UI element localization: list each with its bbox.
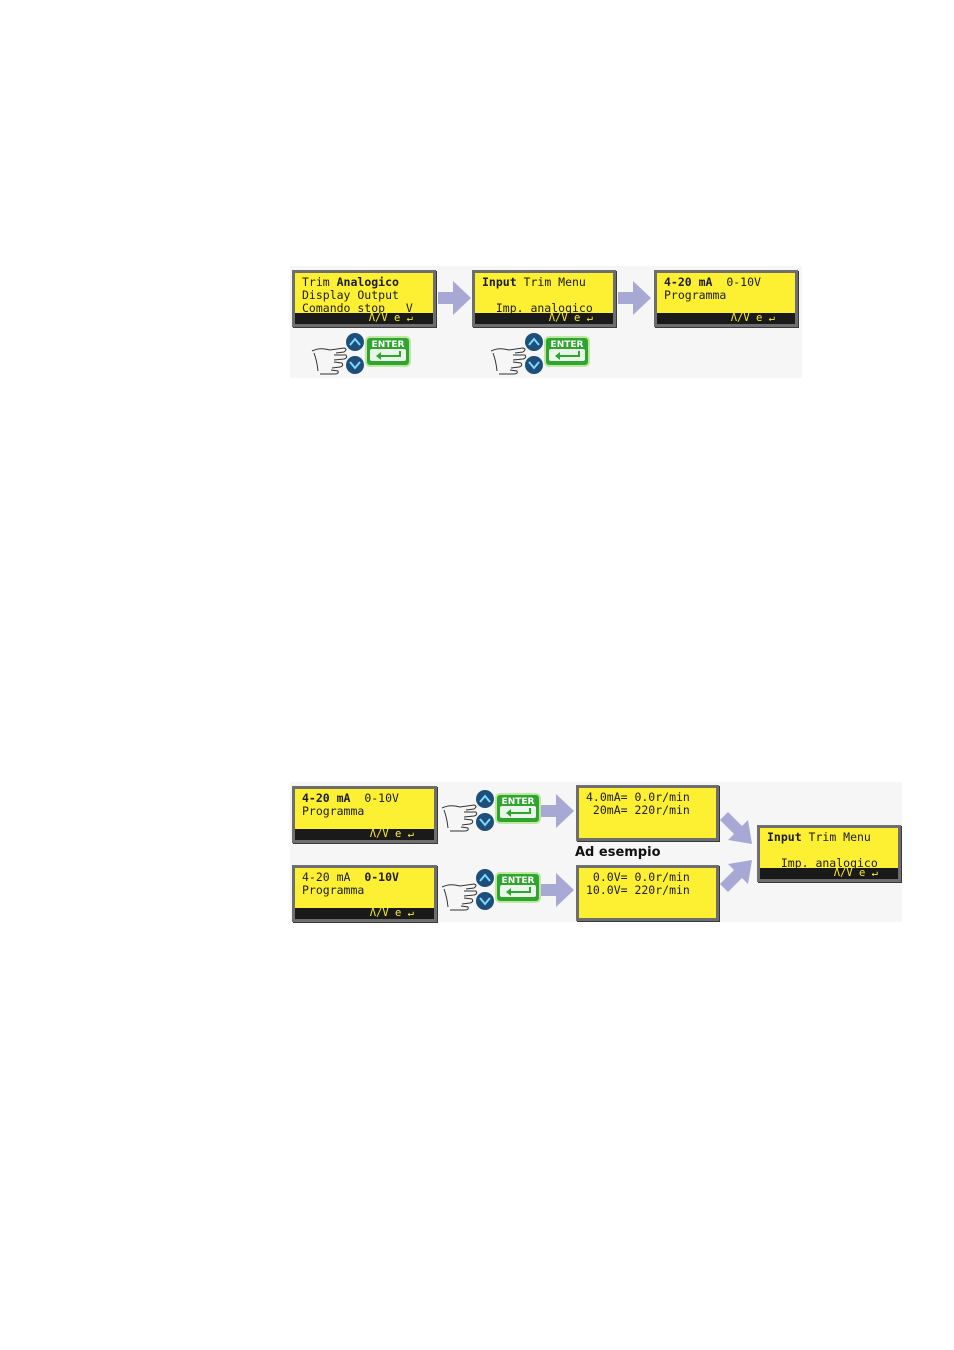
up-arrow-key-icon[interactable] bbox=[525, 333, 543, 351]
converge-arrow-icon bbox=[720, 812, 752, 844]
keypad-press-group: ENTER bbox=[311, 333, 411, 375]
example-caption: Ad esempio bbox=[575, 845, 661, 860]
keypad-press-group: ENTER bbox=[441, 869, 541, 911]
down-arrow-key-icon[interactable] bbox=[525, 356, 543, 374]
lcd-nav-bar: Λ/V e ↵ bbox=[295, 828, 434, 840]
lcd-text: 20mA= 220r/min bbox=[586, 803, 690, 817]
flow-arrow-icon bbox=[438, 281, 471, 315]
lcd-text: Trim Menu bbox=[516, 275, 586, 289]
lcd-text: 4-20 mA bbox=[302, 870, 365, 884]
lcd-nav-bar: Λ/V e ↵ bbox=[760, 867, 898, 879]
lcd-ma-scaling: 4.0mA= 0.0r/min 20mA= 220r/min bbox=[576, 785, 719, 841]
enter-key-label: ENTER bbox=[372, 340, 405, 350]
lcd-input-type-select: 4-20 mA 0-10V Programma Λ/V e ↵ bbox=[654, 270, 798, 327]
lcd-text: 0.0V= 0.0r/min bbox=[586, 870, 690, 884]
lcd-text-bold: Analogico bbox=[336, 275, 399, 289]
enter-key-icon[interactable]: ENTER bbox=[544, 336, 590, 367]
enter-key-label: ENTER bbox=[502, 876, 535, 886]
flow-arrow-icon bbox=[618, 281, 651, 315]
lcd-text: Programma bbox=[302, 804, 365, 818]
lcd-text: Imp. analogico bbox=[767, 856, 878, 870]
nav-hint: Λ/V e ↵ bbox=[369, 907, 414, 919]
flow-arrow-icon bbox=[541, 873, 574, 907]
enter-key-label: ENTER bbox=[551, 340, 584, 350]
up-arrow-key-icon[interactable] bbox=[476, 869, 494, 887]
lcd-text-bold: 4-20 mA bbox=[302, 791, 351, 805]
enter-key-icon[interactable]: ENTER bbox=[365, 336, 411, 367]
lcd-text-bold: 0-10V bbox=[364, 870, 399, 884]
lcd-nav-bar: Λ/V e ↵ bbox=[295, 907, 434, 919]
nav-hint: Λ/V e ↵ bbox=[548, 312, 593, 324]
lcd-nav-bar: Λ/V e ↵ bbox=[657, 312, 795, 324]
nav-hint: Λ/V e ↵ bbox=[369, 828, 414, 840]
lcd-text: 10.0V= 220r/min bbox=[586, 883, 690, 897]
lcd-text: Imp. analogico bbox=[482, 301, 593, 315]
lcd-text-bold: 4-20 mA bbox=[664, 275, 713, 289]
nav-hint: Λ/V e ↵ bbox=[368, 312, 413, 324]
keypad-press-group: ENTER bbox=[490, 333, 590, 375]
enter-key-icon[interactable]: ENTER bbox=[495, 793, 541, 824]
lcd-select-0-10v: 4-20 mA 0-10V Programma Λ/V e ↵ bbox=[292, 865, 437, 922]
lcd-text: Trim bbox=[302, 275, 337, 289]
lcd-nav-bar: Λ/V e ↵ bbox=[475, 312, 613, 324]
lcd-text: 0-10V bbox=[350, 791, 399, 805]
pointing-hand-icon bbox=[490, 347, 527, 375]
lcd-text: 4.0mA= 0.0r/min bbox=[586, 790, 690, 804]
lcd-nav-bar: Λ/V e ↵ bbox=[295, 312, 433, 324]
enter-key-icon[interactable]: ENTER bbox=[495, 872, 541, 903]
enter-key-label: ENTER bbox=[502, 797, 535, 807]
flow-arrow-icon bbox=[541, 794, 574, 828]
up-arrow-key-icon[interactable] bbox=[476, 790, 494, 808]
keypad-press-group: ENTER bbox=[441, 790, 541, 832]
lcd-input-trim-menu-result: Input Trim Menu Imp. analogico Λ/V e ↵ bbox=[757, 825, 901, 882]
down-arrow-key-icon[interactable] bbox=[476, 892, 494, 910]
pointing-hand-icon bbox=[441, 883, 478, 911]
nav-hint: Λ/V e ↵ bbox=[730, 312, 775, 324]
lcd-text-bold: Input bbox=[767, 830, 802, 844]
up-arrow-key-icon[interactable] bbox=[346, 333, 364, 351]
lcd-input-trim-menu: Input Trim Menu Imp. analogico Λ/V e ↵ bbox=[472, 270, 616, 327]
lcd-text: Display Output bbox=[302, 288, 399, 302]
lcd-text: 0-10V bbox=[712, 275, 761, 289]
pointing-hand-icon bbox=[311, 347, 348, 375]
lcd-text-bold: Input bbox=[482, 275, 517, 289]
lcd-text: Trim Menu bbox=[801, 830, 871, 844]
lcd-trim-analogico: Trim Analogico Display Output Comando st… bbox=[292, 270, 436, 327]
converge-arrow-icon bbox=[720, 860, 752, 892]
lcd-select-4-20ma: 4-20 mA 0-10V Programma Λ/V e ↵ bbox=[292, 786, 437, 843]
lcd-text: Comando stop V bbox=[302, 301, 413, 315]
nav-hint: Λ/V e ↵ bbox=[833, 867, 878, 879]
pointing-hand-icon bbox=[441, 804, 478, 832]
lcd-text: Programma bbox=[302, 883, 365, 897]
lcd-text: Programma bbox=[664, 288, 727, 302]
down-arrow-key-icon[interactable] bbox=[476, 813, 494, 831]
lcd-v-scaling: 0.0V= 0.0r/min 10.0V= 220r/min bbox=[576, 865, 719, 921]
down-arrow-key-icon[interactable] bbox=[346, 356, 364, 374]
